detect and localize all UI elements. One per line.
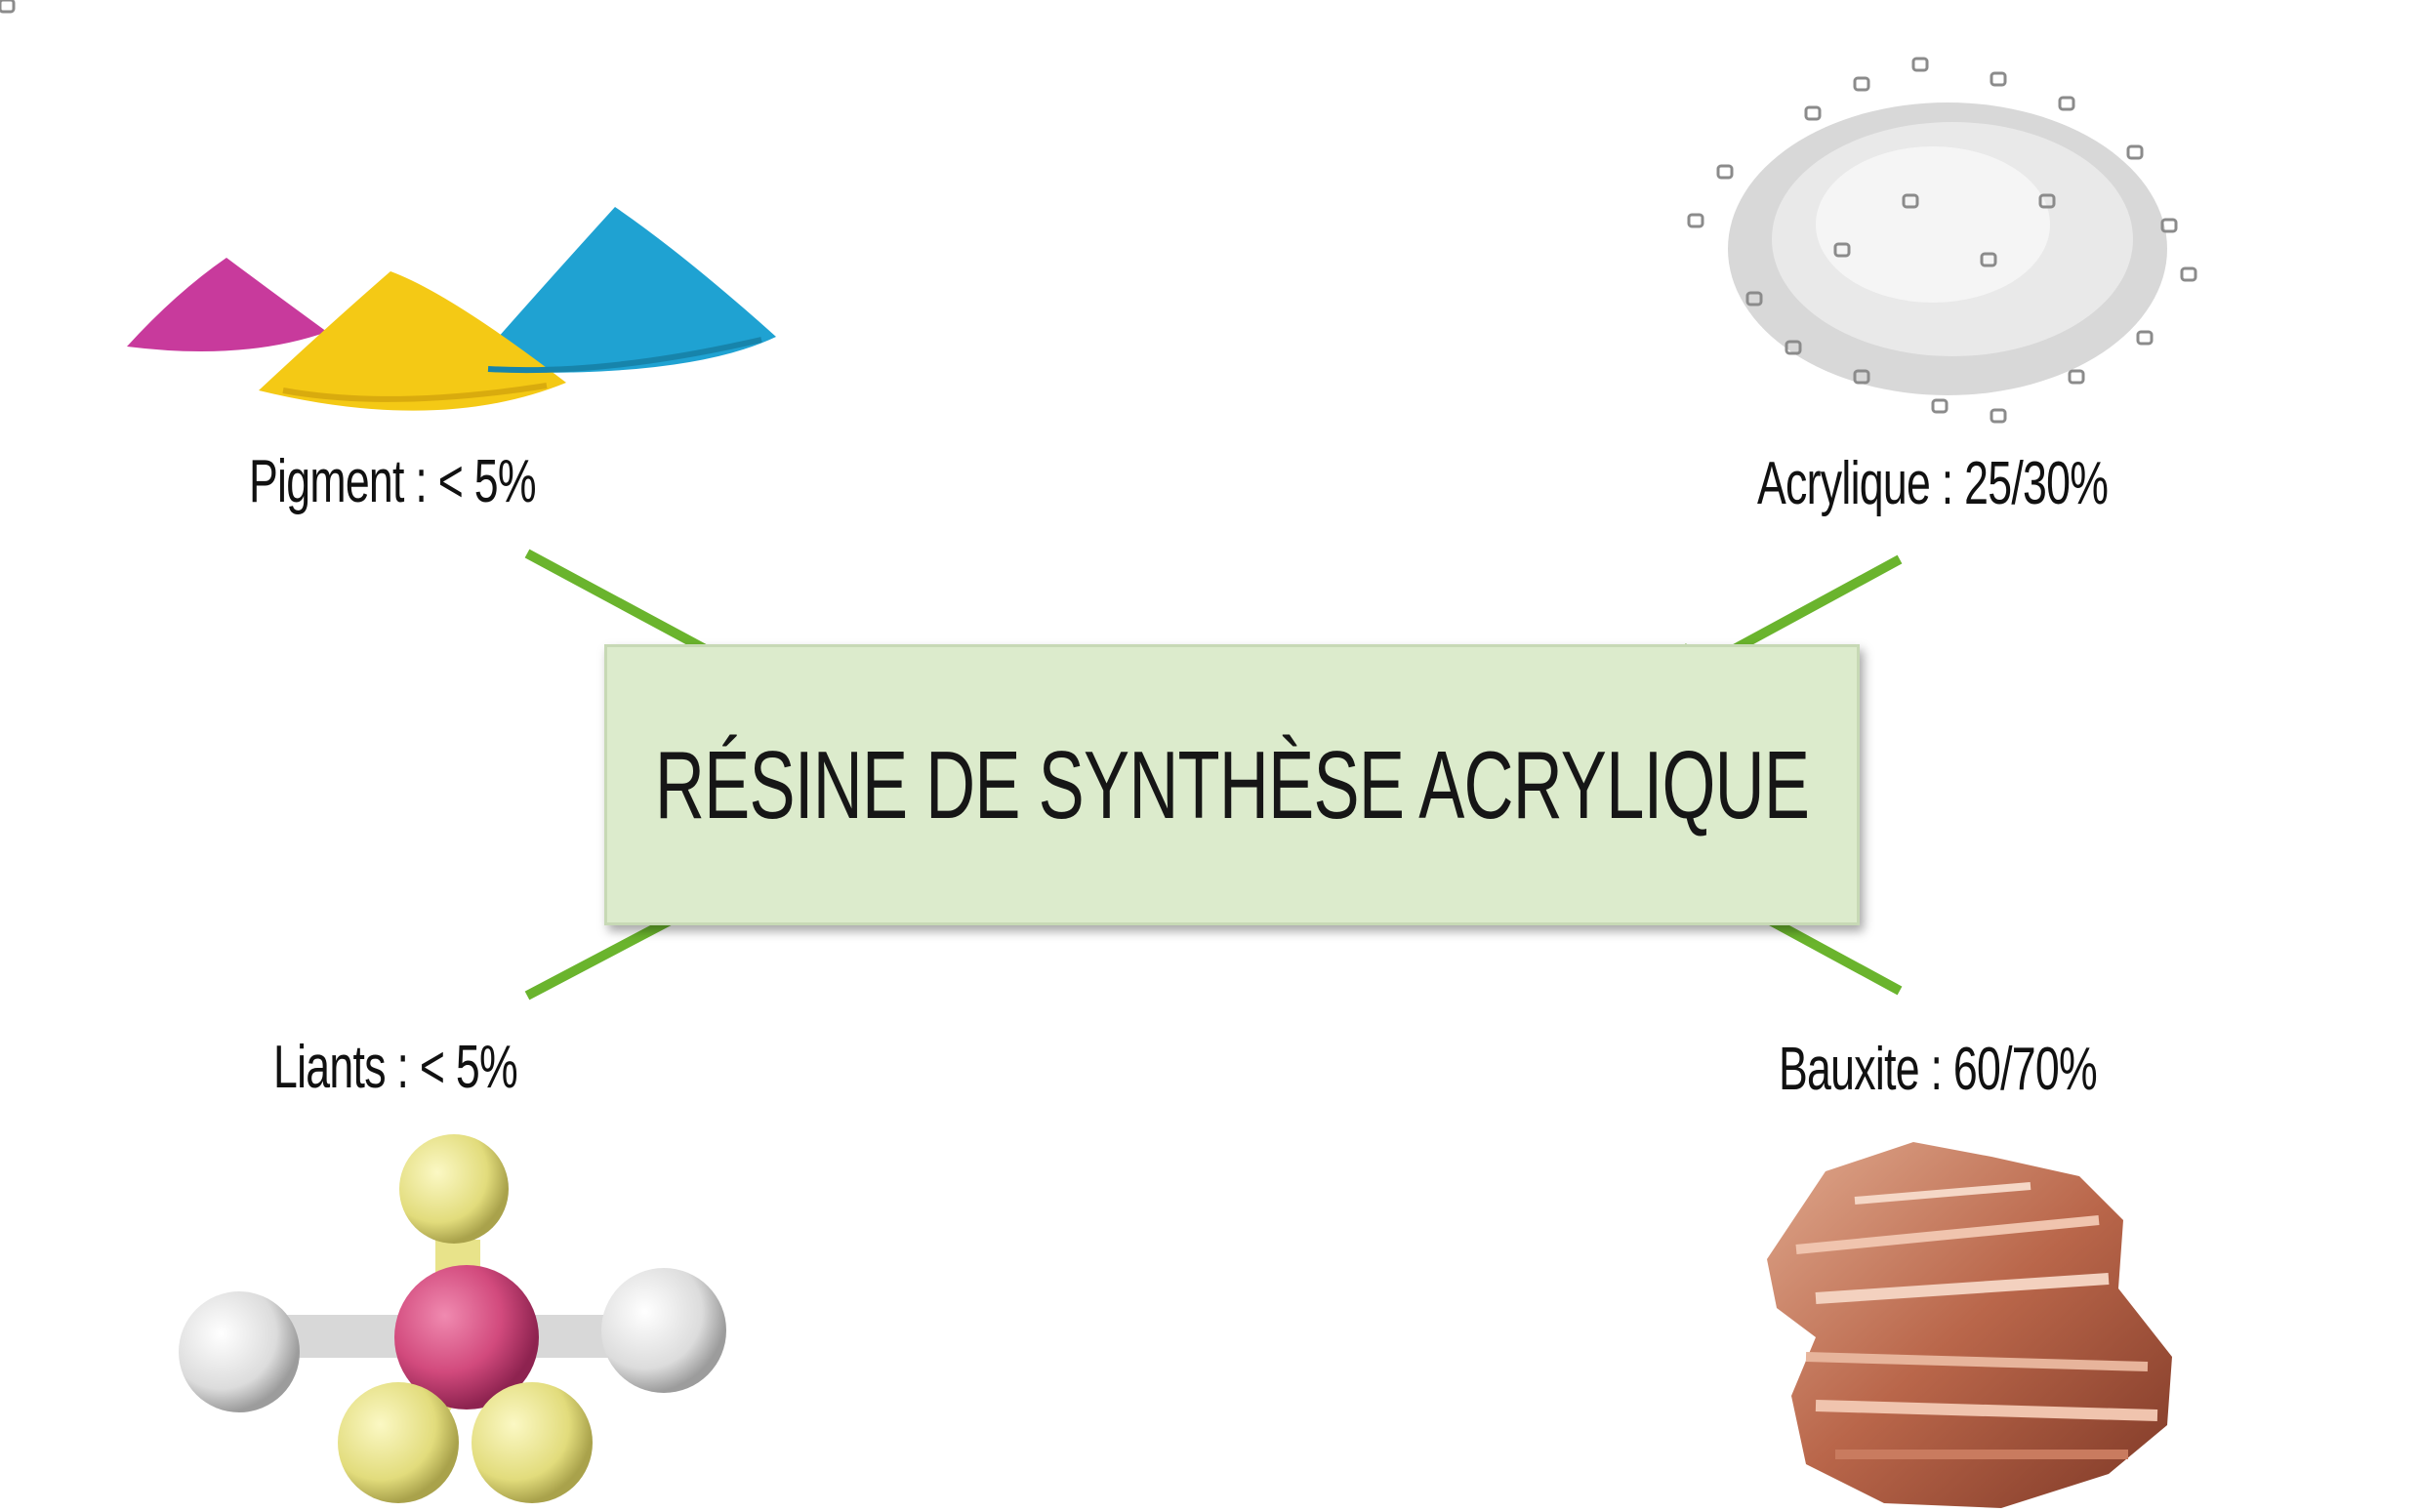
label-pigment: Pigment : < 5% — [249, 447, 536, 516]
bauxite-rock-icon — [1767, 1142, 2172, 1508]
label-liants: Liants : < 5% — [273, 1033, 517, 1102]
molecule-icon — [179, 1134, 726, 1503]
pigment-powder-icon — [127, 207, 776, 411]
label-bauxite: Bauxite : 60/70% — [1779, 1035, 2097, 1104]
label-acrylique: Acrylique : 25/30% — [1757, 449, 2108, 518]
center-title: RÉSINE DE SYNTHÈSE ACRYLIQUE — [655, 730, 1809, 840]
center-box: RÉSINE DE SYNTHÈSE ACRYLIQUE — [604, 644, 1860, 925]
